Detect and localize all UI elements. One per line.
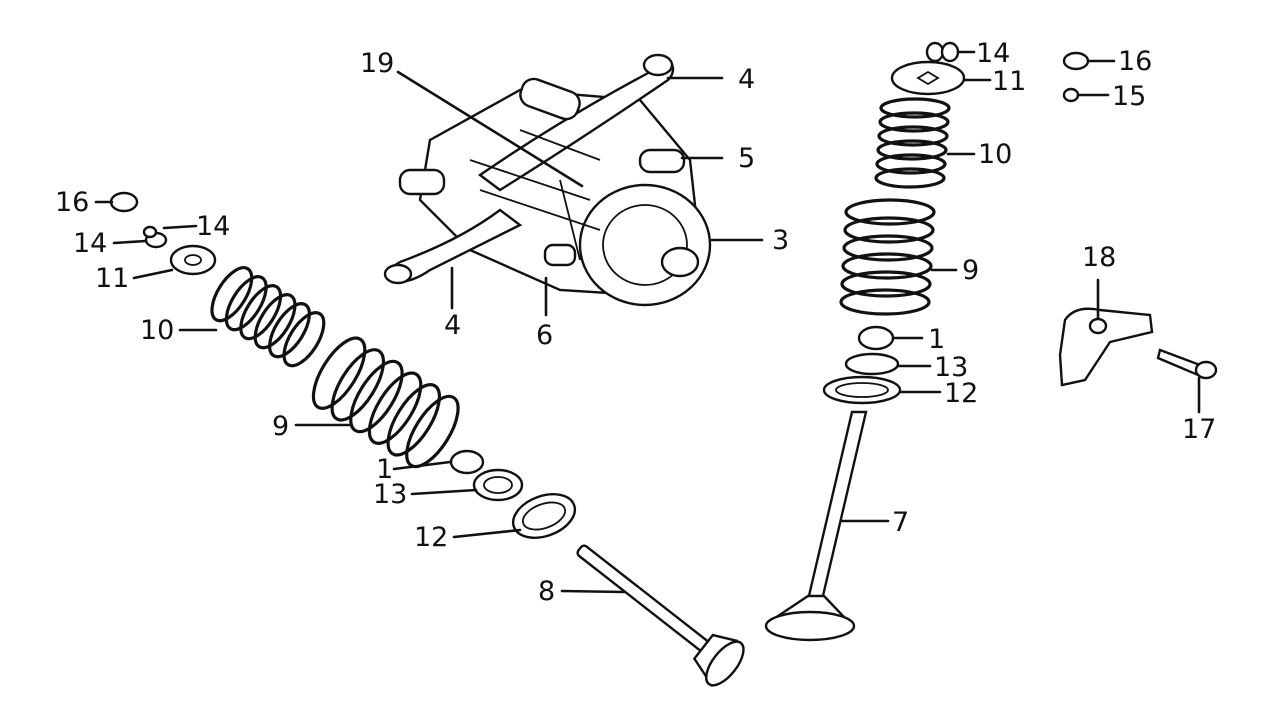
- stem-seal-1-left: [449, 449, 485, 475]
- callout-9-left: 9: [272, 411, 289, 442]
- callout-16-left: 16: [55, 187, 89, 218]
- callout-3: 3: [772, 225, 789, 256]
- washer-13-right: [844, 352, 900, 376]
- bolt-17: [1156, 348, 1218, 380]
- rocker-arm-assembly: [383, 53, 712, 307]
- nut-16-right: [1062, 51, 1090, 71]
- callout-14-right: 14: [976, 38, 1010, 69]
- callout-14-left-b: 14: [73, 228, 107, 259]
- outer-spring-9-left: [311, 336, 460, 469]
- seat-12-left: [511, 493, 577, 539]
- callout-12-left: 12: [414, 522, 448, 553]
- side-parts: [1058, 307, 1218, 387]
- callout-11-right: 11: [992, 66, 1026, 97]
- callout-4-lower: 4: [444, 310, 461, 341]
- cam-lever-18: [1058, 307, 1154, 387]
- callout-1-right: 1: [928, 324, 945, 355]
- callout-17: 17: [1182, 414, 1216, 445]
- valve-7: [764, 410, 868, 642]
- callout-5: 5: [738, 143, 755, 174]
- cotter-14-right: [925, 41, 945, 63]
- callout-19: 19: [360, 48, 394, 79]
- right-valve-stack: [764, 41, 1090, 642]
- washer-13-left: [472, 468, 524, 502]
- leader-lines: [94, 50, 1201, 594]
- pin-15: [1062, 87, 1080, 103]
- callout-18: 18: [1082, 242, 1116, 273]
- seat-12-right: [822, 375, 902, 405]
- callout-15: 15: [1112, 81, 1146, 112]
- stem-seal-1-right: [857, 325, 895, 351]
- inner-spring-10-left: [210, 266, 326, 368]
- nut-16-left: [109, 191, 139, 213]
- callout-7: 7: [892, 507, 909, 538]
- callout-13-left: 13: [373, 479, 407, 510]
- valve-8: [576, 544, 745, 688]
- callout-16-right: 16: [1118, 46, 1152, 77]
- rocker-arm-upper: [477, 56, 675, 192]
- callout-14-left-a: 14: [196, 211, 230, 242]
- callout-11-left: 11: [95, 263, 129, 294]
- callout-10-left: 10: [140, 315, 174, 346]
- callout-6: 6: [536, 320, 553, 351]
- outer-spring-9-right: [839, 198, 936, 316]
- camshaft-holder-disc: [578, 183, 712, 307]
- inner-spring-10-right: [874, 97, 951, 189]
- callout-10-right: 10: [978, 139, 1012, 170]
- callout-12-right: 12: [944, 378, 978, 409]
- callout-1-left: 1: [376, 454, 393, 485]
- retainer-11-left: [169, 244, 217, 276]
- callout-4-upper: 4: [738, 64, 755, 95]
- callout-8: 8: [538, 576, 555, 607]
- callout-9-right: 9: [962, 255, 979, 286]
- callout-labels: 19 4 5 3 4 6 16 14 14 11 10 9 1 13 12 8 …: [55, 38, 1216, 607]
- retainer-11-right: [890, 60, 966, 96]
- callout-13-right: 13: [934, 352, 968, 383]
